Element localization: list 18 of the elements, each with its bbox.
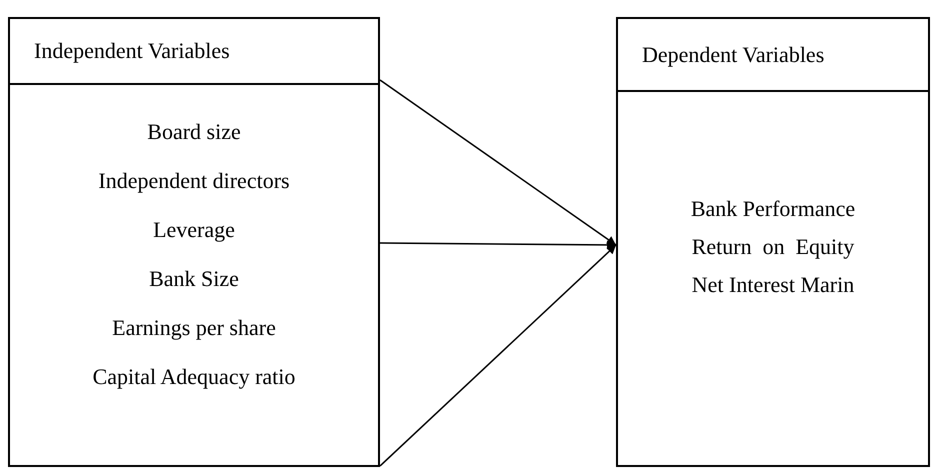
variable-text: Return on Equity (692, 234, 854, 260)
variable-text: Net Interest Marin (692, 272, 854, 298)
variable-text: Independent directors (98, 168, 290, 194)
header-text: Independent Variables (34, 38, 230, 64)
variable-text: Bank Performance (690, 196, 856, 222)
variable-text: Board size (147, 119, 241, 145)
variable-list-box (8, 83, 380, 467)
header-box (8, 17, 380, 85)
variable-text: Bank Size (149, 266, 239, 292)
variable-text: Capital Adequacy ratio (92, 364, 296, 390)
arrow (380, 240, 616, 250)
variable-text: Leverage (153, 217, 235, 243)
variable-text: Earnings per share (112, 315, 276, 341)
arrow (380, 79, 616, 246)
arrow (379, 244, 617, 467)
header-text: Dependent Variables (642, 42, 824, 68)
header-box (616, 17, 930, 92)
variable-list-box (616, 90, 930, 467)
